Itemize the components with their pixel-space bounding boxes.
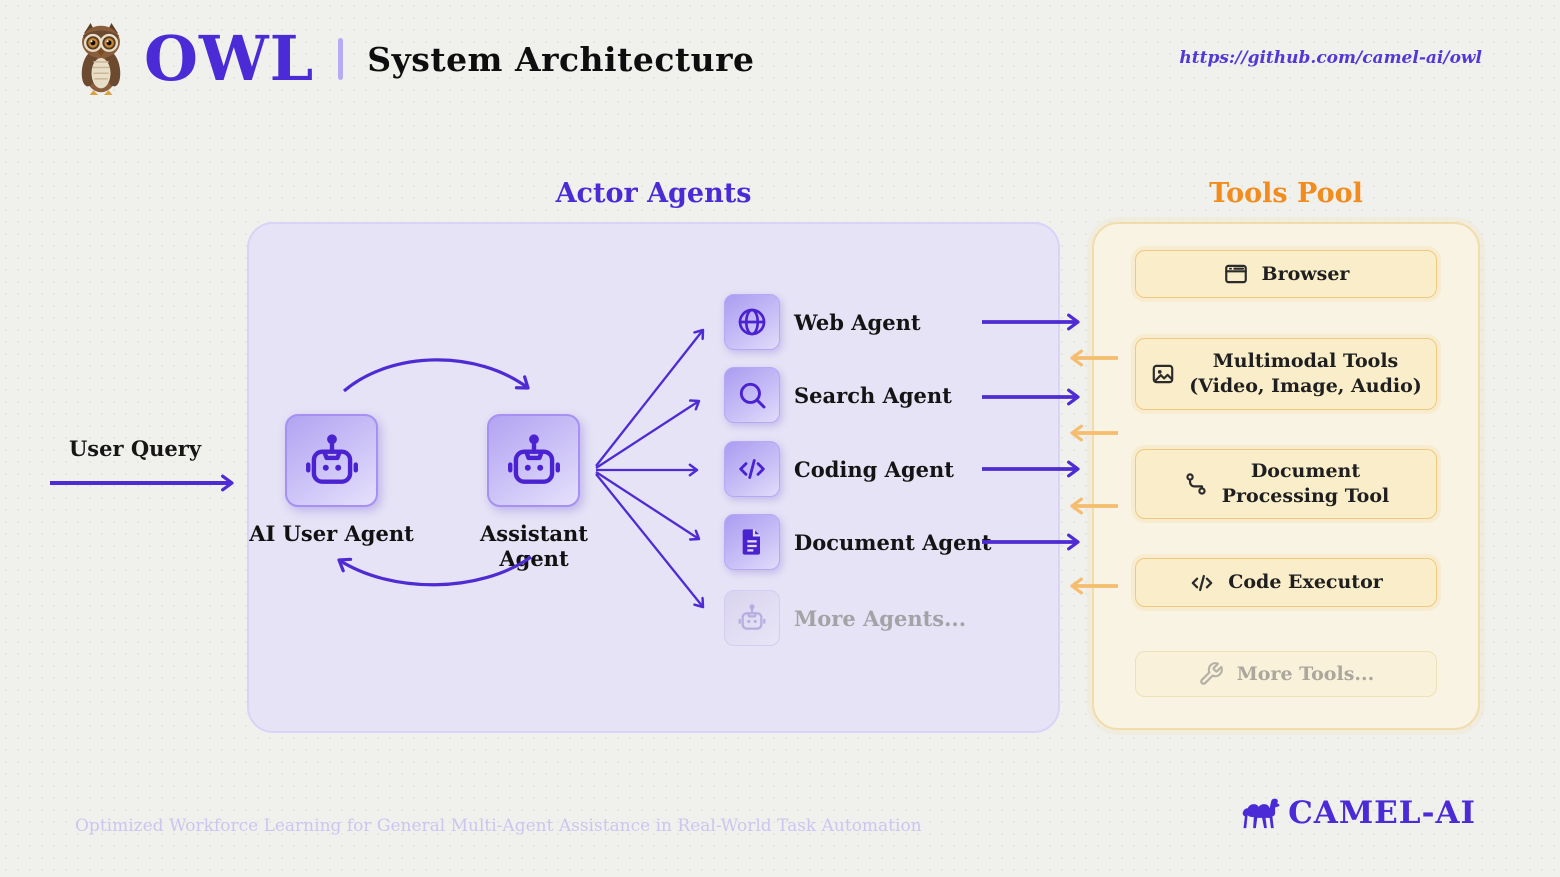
browser-window-icon [1224,264,1247,284]
assistant-agent-tile [487,414,580,507]
tool-card-browser: Browser [1135,250,1437,298]
tool-label: Multimodal Tools (Video, Image, Audio) [1189,350,1422,397]
brand-title: OWL [144,22,315,95]
robot-icon [738,604,766,630]
agent-label: Document Agent [794,529,992,555]
agent-label: Coding Agent [794,456,954,482]
agent-row-coding: Coding Agent [724,441,954,497]
ai-user-agent-label: AI User Agent [249,521,414,546]
agent-row-more: More Agents... [724,590,966,646]
image-icon [1152,364,1174,384]
search-icon [739,382,766,409]
web-agent-tile [724,294,780,350]
code-icon [739,459,765,479]
tools-pool-title: Tools Pool [1209,178,1363,209]
tool-card-multimodal: Multimodal Tools (Video, Image, Audio) [1135,338,1437,410]
owl-emoji-icon [81,22,121,96]
robot-icon [305,433,358,484]
page-title: System Architecture [367,39,755,79]
tool-label: Code Executor [1228,571,1383,594]
camel-icon [1242,798,1280,829]
tool-label: Document Processing Tool [1221,460,1390,507]
header: OWL System Architecture [70,22,755,96]
globe-icon [738,308,766,336]
ai-user-agent-tile [285,414,378,507]
agent-label: More Agents... [794,605,967,631]
tool-label: Browser [1261,262,1350,285]
agent-label: Web Agent [794,309,921,335]
github-url-link[interactable]: https://github.com/camel-ai/owl [1179,48,1482,68]
assistant-agent-label: Assistant Agent [479,521,588,571]
actor-agents-title: Actor Agents [555,178,752,209]
footer-tagline: Optimized Workforce Learning for General… [75,816,922,836]
robot-icon [507,433,560,484]
wrench-icon [1199,662,1223,685]
camel-ai-brand: CAMEL-AI [1238,795,1476,831]
agent-row-document: Document Agent [724,514,991,570]
search-agent-tile [724,367,780,423]
code-icon [1191,574,1213,591]
camel-ai-wordmark: CAMEL-AI [1288,795,1476,831]
agent-label: Search Agent [794,382,952,408]
user-query-label: User Query [68,436,202,461]
coding-agent-tile [724,441,780,497]
tool-label: More Tools... [1236,662,1375,685]
tool-card-more-tools: More Tools... [1135,651,1437,697]
tool-card-code-executor: Code Executor [1135,558,1437,607]
more-agents-tile [724,590,780,646]
document-agent-tile [724,514,780,570]
agent-row-web: Web Agent [724,294,921,350]
document-icon [742,529,760,555]
header-divider [338,38,344,80]
tool-card-document-processing: Document Processing Tool [1135,449,1437,519]
agent-row-search: Search Agent [724,367,952,423]
route-branch-icon [1186,473,1206,495]
